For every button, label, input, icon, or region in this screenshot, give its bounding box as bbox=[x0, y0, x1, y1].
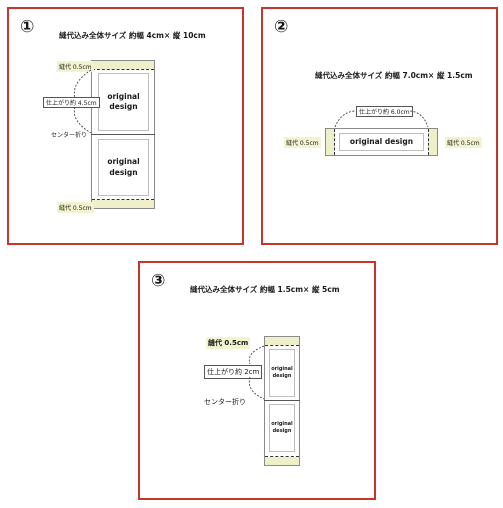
seam-label-left: 縫代 0.5cm bbox=[284, 137, 321, 148]
panel-number: ① bbox=[20, 17, 35, 37]
finish-size-label: 仕上がり約 2cm bbox=[204, 365, 263, 379]
panel-number: ③ bbox=[151, 271, 166, 291]
seam-allowance-top bbox=[92, 61, 154, 69]
design-text: design bbox=[109, 102, 138, 111]
seam-label-bottom: 縫代 0.5cm bbox=[57, 202, 94, 213]
sewing-line-top bbox=[265, 345, 299, 346]
size-title: 縫代込み全体サイズ 約幅 7.0cm× 縦 1.5cm bbox=[315, 71, 473, 80]
finish-size-arc bbox=[248, 345, 265, 400]
design-text: design bbox=[272, 373, 292, 379]
finish-size-arc bbox=[73, 69, 92, 134]
center-fold-line bbox=[264, 400, 300, 401]
finish-size-label: 仕上がり約 6.0cm bbox=[356, 106, 413, 117]
sewing-line-right bbox=[428, 129, 429, 155]
seam-allowance-bottom bbox=[265, 457, 299, 465]
center-fold-line bbox=[91, 134, 155, 135]
sewing-line-top bbox=[92, 69, 154, 70]
panel-2: ② 縫代込み全体サイズ 約幅 7.0cm× 縦 1.5cm 仕上がり約 6.0c… bbox=[261, 7, 498, 245]
sewing-line-left bbox=[334, 129, 335, 155]
seam-label-top: 縫代 0.5cm bbox=[57, 61, 94, 72]
sewing-line-bottom bbox=[92, 199, 154, 200]
seam-allowance-top bbox=[265, 337, 299, 345]
finish-size-arc bbox=[334, 110, 429, 128]
seam-allowance-left bbox=[326, 129, 334, 155]
seam-label-right: 縫代 0.5cm bbox=[445, 137, 482, 148]
design-text: original bbox=[107, 157, 140, 167]
design-text: original bbox=[107, 91, 140, 101]
finish-size-label: 仕上がり約 4.5cm bbox=[43, 97, 100, 108]
design-text: design bbox=[109, 167, 138, 177]
design-text: design bbox=[272, 428, 292, 434]
center-fold-label: センター折り bbox=[51, 132, 88, 139]
design-area: original design bbox=[339, 133, 424, 151]
seam-label-top: 縫代 0.5cm bbox=[206, 337, 251, 349]
center-fold-label: センター折り bbox=[204, 398, 246, 406]
size-title: 縫代込み全体サイズ 約幅 4cm× 縦 10cm bbox=[59, 31, 206, 40]
sewing-line-bottom bbox=[265, 456, 299, 457]
panel-number: ② bbox=[274, 17, 289, 37]
design-text: original bbox=[271, 421, 293, 428]
design-text: original bbox=[271, 366, 293, 373]
seam-allowance-bottom bbox=[92, 200, 154, 208]
design-text: original design bbox=[349, 136, 414, 146]
seam-allowance-right bbox=[429, 129, 437, 155]
size-title: 縫代込み全体サイズ 約幅 1.5cm× 縦 5cm bbox=[190, 285, 340, 294]
